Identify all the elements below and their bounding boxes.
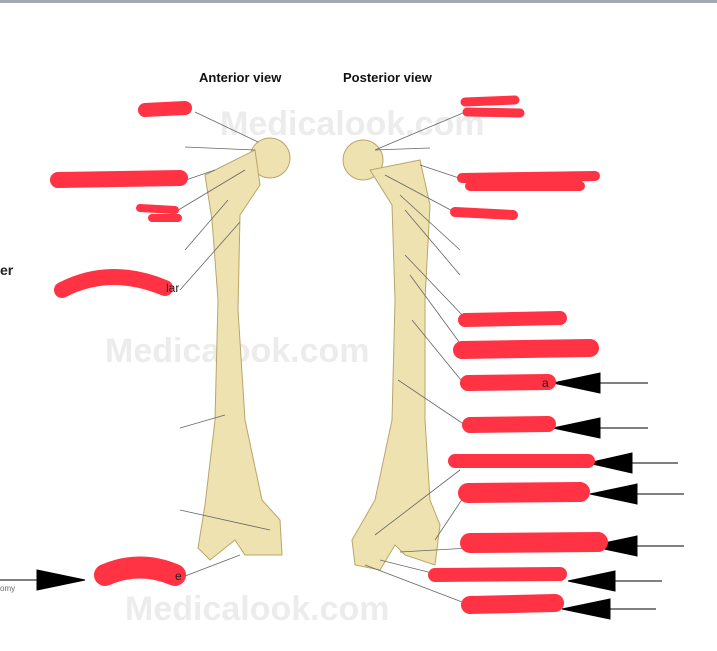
red-scribbles [50,95,608,614]
arrow-icon [567,570,616,592]
caption-fragment: omy [0,584,16,593]
arrow-icon [36,569,86,591]
arrow-icon [552,372,601,394]
arrow-icon [561,598,611,620]
watermark: Medicalook.com [125,590,390,628]
posterior-view-title: Posterior view [343,70,432,85]
arrow-icons [0,372,684,620]
label-fragment: lar [166,281,180,295]
anterior-femur [197,137,291,561]
anterior-view-title: Anterior view [199,70,282,85]
posterior-femur [342,139,441,571]
cropped-label: er [0,262,14,278]
arrow-icon [552,417,601,439]
watermark: Medicalook.com [220,105,485,143]
top-border [0,0,717,3]
label-fragment: a [542,376,549,390]
arrow-icon [587,452,633,474]
arrow-icon [589,535,638,557]
arrow-icon [589,483,638,505]
label-fragment: e [175,569,182,583]
